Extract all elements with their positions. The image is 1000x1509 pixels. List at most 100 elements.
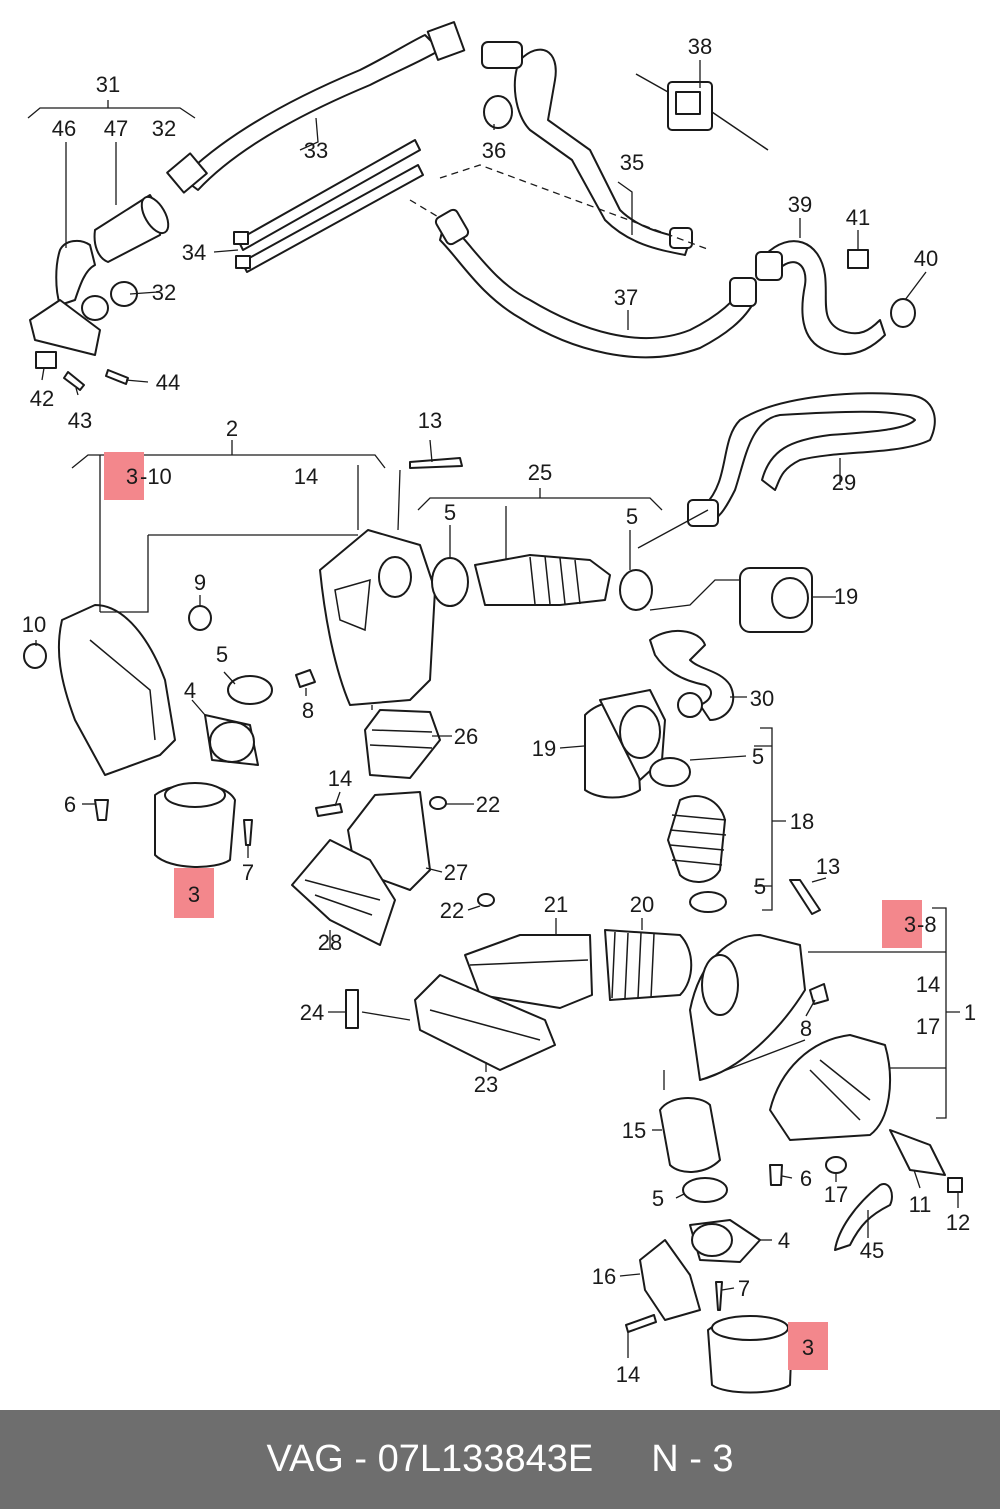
callout-6-left: 6 bbox=[64, 792, 76, 817]
callout-labels: 31 46 47 32 33 36 38 35 32 34 39 41 40 3… bbox=[22, 34, 976, 1387]
tube-35 bbox=[481, 41, 693, 256]
air-filter-3a bbox=[154, 782, 236, 868]
clamp-5d bbox=[649, 757, 691, 787]
callout-4-right: 4 bbox=[778, 1228, 790, 1253]
callout-5-c: 5 bbox=[216, 642, 228, 667]
throttle-body-19b bbox=[584, 689, 666, 799]
hose-33 bbox=[166, 21, 466, 194]
shield-23 bbox=[414, 974, 556, 1071]
footer-page-ref: N - 3 bbox=[651, 1438, 734, 1480]
duct-26 bbox=[364, 709, 441, 779]
callout-39: 39 bbox=[788, 192, 812, 217]
grommet-40 bbox=[890, 298, 916, 328]
bolt-44 bbox=[105, 369, 129, 385]
hose-30 bbox=[649, 629, 735, 721]
callout-5-e: 5 bbox=[754, 874, 766, 899]
callout-43: 43 bbox=[68, 408, 92, 433]
highlight-3-10 bbox=[104, 452, 144, 500]
callout-12: 12 bbox=[946, 1210, 970, 1235]
callout-14-mid: 14 bbox=[328, 766, 352, 791]
highlight-3a bbox=[174, 868, 214, 918]
clamp-5b bbox=[619, 569, 653, 611]
strap-34 bbox=[233, 139, 424, 273]
callout-8-right: 8 bbox=[800, 1016, 812, 1041]
airbox-lower-10 bbox=[57, 604, 176, 776]
callout-5-f: 5 bbox=[652, 1186, 664, 1211]
airbox-upper-17a bbox=[769, 1034, 891, 1141]
callout-20: 20 bbox=[630, 892, 654, 917]
callout-25: 25 bbox=[528, 460, 552, 485]
callout-6-right: 6 bbox=[800, 1166, 812, 1191]
callout-5-a: 5 bbox=[444, 500, 456, 525]
callout-9: 9 bbox=[194, 570, 206, 595]
callout-7-left: 7 bbox=[242, 860, 254, 885]
bracket-8b bbox=[809, 983, 829, 1005]
callout-18: 18 bbox=[790, 809, 814, 834]
bracket-42 bbox=[35, 351, 57, 369]
bracket-8a bbox=[295, 669, 316, 688]
callout-35: 35 bbox=[620, 150, 644, 175]
callout-46: 46 bbox=[52, 116, 76, 141]
callout-14-bottom: 14 bbox=[616, 1362, 640, 1387]
callout-16: 16 bbox=[592, 1264, 616, 1289]
callout-26: 26 bbox=[454, 724, 478, 749]
hose-29 bbox=[687, 392, 936, 527]
footer-bar: VAG - 07L133843E N - 3 bbox=[0, 1410, 1000, 1509]
callout-22-bottom: 22 bbox=[440, 898, 464, 923]
clamp-5e bbox=[689, 891, 727, 913]
callout-1: 1 bbox=[964, 1000, 976, 1025]
callout-3-10-prefix: 3 bbox=[126, 464, 138, 489]
callout-8-left: 8 bbox=[302, 698, 314, 723]
callout-14-group1: 14 bbox=[916, 972, 940, 997]
callout-42: 42 bbox=[30, 386, 54, 411]
callout-22-top: 22 bbox=[476, 792, 500, 817]
footer-part-number: VAG - 07L133843E bbox=[266, 1438, 594, 1480]
bolt-24 bbox=[345, 989, 359, 1029]
callout-31: 31 bbox=[96, 72, 120, 97]
callout-10: 10 bbox=[22, 612, 46, 637]
highlight-3b bbox=[788, 1322, 828, 1370]
bolt-14d bbox=[625, 1314, 657, 1333]
callout-44: 44 bbox=[156, 370, 180, 395]
clamp-5c bbox=[227, 675, 273, 705]
callout-7-right: 7 bbox=[738, 1276, 750, 1301]
callout-32-mid: 32 bbox=[152, 280, 176, 305]
throttle-body-19a bbox=[739, 567, 813, 633]
callout-36: 36 bbox=[482, 138, 506, 163]
bolt-6b bbox=[769, 1164, 783, 1186]
hose-45 bbox=[834, 1183, 893, 1251]
hose-25 bbox=[474, 554, 611, 606]
callout-15: 15 bbox=[622, 1118, 646, 1143]
callout-29: 29 bbox=[832, 470, 856, 495]
callout-3-8-suffix: -8 bbox=[917, 912, 937, 937]
shield-28 bbox=[291, 839, 396, 946]
callout-40: 40 bbox=[914, 246, 938, 271]
screw-7b bbox=[715, 1281, 723, 1311]
bolt-14b bbox=[315, 803, 343, 817]
sensor-11 bbox=[889, 1129, 946, 1176]
clip-41 bbox=[847, 249, 869, 269]
callout-41: 41 bbox=[846, 205, 870, 230]
callout-11: 11 bbox=[909, 1192, 932, 1217]
callout-13-top: 13 bbox=[418, 408, 442, 433]
callout-28: 28 bbox=[318, 930, 342, 955]
group-line-37b bbox=[409, 199, 441, 219]
airbox-lower-14c bbox=[689, 934, 806, 1081]
clamp-5f bbox=[682, 1177, 728, 1203]
callout-27: 27 bbox=[444, 860, 468, 885]
grommet-17b bbox=[825, 1156, 847, 1174]
callout-45: 45 bbox=[860, 1238, 884, 1263]
bolt-6a bbox=[94, 799, 109, 821]
bolt-13b bbox=[789, 879, 821, 915]
nut-10 bbox=[23, 643, 47, 669]
callout-4-left: 4 bbox=[184, 678, 196, 703]
callout-21: 21 bbox=[544, 892, 568, 917]
leader-lines bbox=[27, 60, 960, 1358]
clamp-5a bbox=[431, 557, 469, 607]
callout-38: 38 bbox=[688, 34, 712, 59]
hose-37 bbox=[434, 208, 757, 359]
callout-13-mid: 13 bbox=[816, 854, 840, 879]
mass-airflow-meter-4b bbox=[689, 1219, 761, 1263]
callout-32-top: 32 bbox=[152, 116, 176, 141]
callout-3-8-prefix: 3 bbox=[904, 912, 916, 937]
